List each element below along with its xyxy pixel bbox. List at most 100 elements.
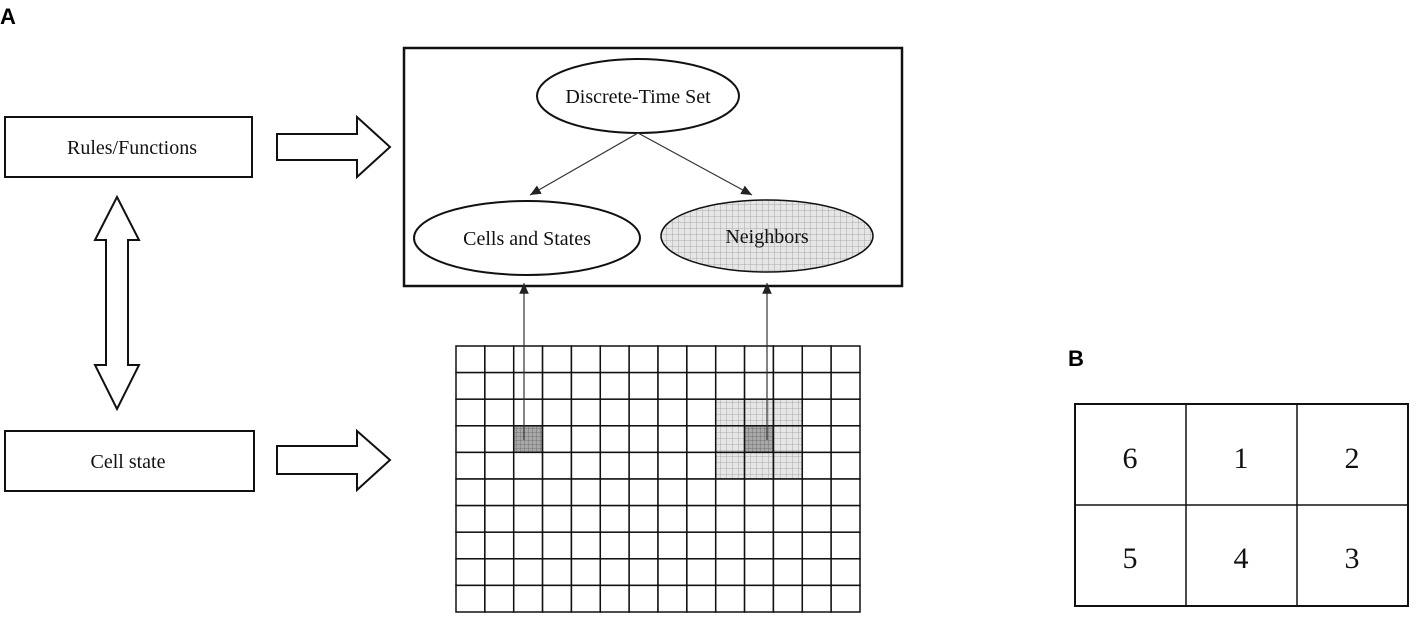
grid-neighbor-cell	[772, 451, 804, 480]
grid-cell	[657, 371, 688, 400]
grid-cell	[714, 584, 746, 613]
grid-cell	[772, 584, 804, 613]
cell-state-label: Cell state	[91, 451, 166, 473]
grid-cell	[657, 425, 688, 454]
grid-cell	[599, 531, 630, 560]
grid-cell	[801, 531, 832, 560]
grid-cell	[455, 531, 486, 560]
grid-cell	[686, 398, 717, 427]
grid-cell	[484, 504, 515, 533]
grid-cell	[714, 558, 746, 587]
grid-cell	[455, 398, 486, 427]
grid-cell	[541, 425, 573, 454]
discrete-time-set-ellipse: Discrete-Time Set	[536, 58, 740, 134]
grid-cell	[455, 558, 486, 587]
cells-and-states-label: Cells and States	[463, 228, 591, 250]
grid-cell	[830, 584, 861, 613]
grid-cell	[455, 371, 486, 400]
grid-cell	[743, 478, 775, 507]
grid-cell	[512, 531, 544, 560]
grid-cell	[628, 531, 659, 560]
grid-cell	[686, 531, 717, 560]
grid-cell	[657, 584, 688, 613]
grid-cell	[599, 371, 630, 400]
grid-cell	[830, 371, 861, 400]
grid-cell	[830, 531, 861, 560]
grid-cell	[714, 345, 746, 374]
grid-cell	[570, 584, 602, 613]
grid-cell	[512, 584, 544, 613]
grid-cell	[657, 345, 688, 374]
grid-cell	[455, 451, 486, 480]
grid-cell	[657, 558, 688, 587]
grid-cell	[801, 558, 832, 587]
grid-cell	[628, 398, 659, 427]
panel-a-label: A	[0, 4, 16, 29]
grid-cell	[628, 504, 659, 533]
double-arrow-icon	[93, 194, 141, 412]
grid-cell	[686, 558, 717, 587]
grid-cell	[484, 345, 515, 374]
grid-cell	[714, 531, 746, 560]
grid-cell	[686, 451, 717, 480]
grid-cell	[657, 504, 688, 533]
grid-cell	[570, 558, 602, 587]
grid-cell	[455, 478, 486, 507]
grid-cell	[512, 558, 544, 587]
grid-cell	[570, 504, 602, 533]
neighbor-cell-2: 2	[1345, 442, 1360, 475]
grid-cell	[772, 504, 804, 533]
grid-cell	[599, 558, 630, 587]
grid-cell	[830, 504, 861, 533]
grid-cell	[541, 531, 573, 560]
grid-cell	[714, 504, 746, 533]
grid-cell	[484, 451, 515, 480]
cell-state-box: Cell state	[4, 430, 255, 492]
grid-cell	[455, 584, 486, 613]
grid-cell	[512, 504, 544, 533]
grid-cell	[541, 584, 573, 613]
grid-cell	[830, 558, 861, 587]
grid-neighbor-center-cell	[743, 425, 775, 454]
grid-cell	[801, 425, 832, 454]
grid-cell	[830, 478, 861, 507]
grid-cell	[570, 451, 602, 480]
grid-cell	[541, 345, 573, 374]
grid-cell	[570, 345, 602, 374]
neighbor-cell-1: 1	[1234, 442, 1249, 475]
grid-cell	[570, 478, 602, 507]
grid-cell	[686, 345, 717, 374]
grid-cell	[628, 451, 659, 480]
grid-cell	[801, 584, 832, 613]
grid-cell	[541, 504, 573, 533]
grid-cell	[484, 398, 515, 427]
grid-cell	[599, 425, 630, 454]
arrow-to-cells	[529, 132, 639, 196]
grid-neighbor-cell	[714, 425, 746, 454]
grid-cell	[801, 345, 832, 374]
grid-cell	[743, 345, 775, 374]
grid-neighbor-cell	[714, 398, 746, 427]
grid-cell	[743, 504, 775, 533]
grid-cell	[599, 451, 630, 480]
grid-cell	[714, 478, 746, 507]
discrete-time-set-label: Discrete-Time Set	[565, 86, 711, 108]
panel-b-label: B	[1068, 346, 1084, 371]
grid-cell	[599, 478, 630, 507]
grid-cell	[599, 584, 630, 613]
arrow-right-icon-top	[276, 114, 392, 180]
cells-and-states-ellipse: Cells and States	[413, 200, 641, 276]
grid-cell	[772, 531, 804, 560]
grid-cell	[512, 345, 544, 374]
grid-cell	[628, 371, 659, 400]
grid-cell	[512, 371, 544, 400]
neighbors-ellipse: Neighbors	[660, 199, 874, 273]
grid-cell	[743, 371, 775, 400]
grid-neighbor-cell	[772, 398, 804, 427]
grid-cell	[743, 584, 775, 613]
rules-functions-label: Rules/Functions	[67, 137, 197, 159]
grid-cell	[541, 558, 573, 587]
grid-cell	[628, 558, 659, 587]
grid-cell	[830, 451, 861, 480]
